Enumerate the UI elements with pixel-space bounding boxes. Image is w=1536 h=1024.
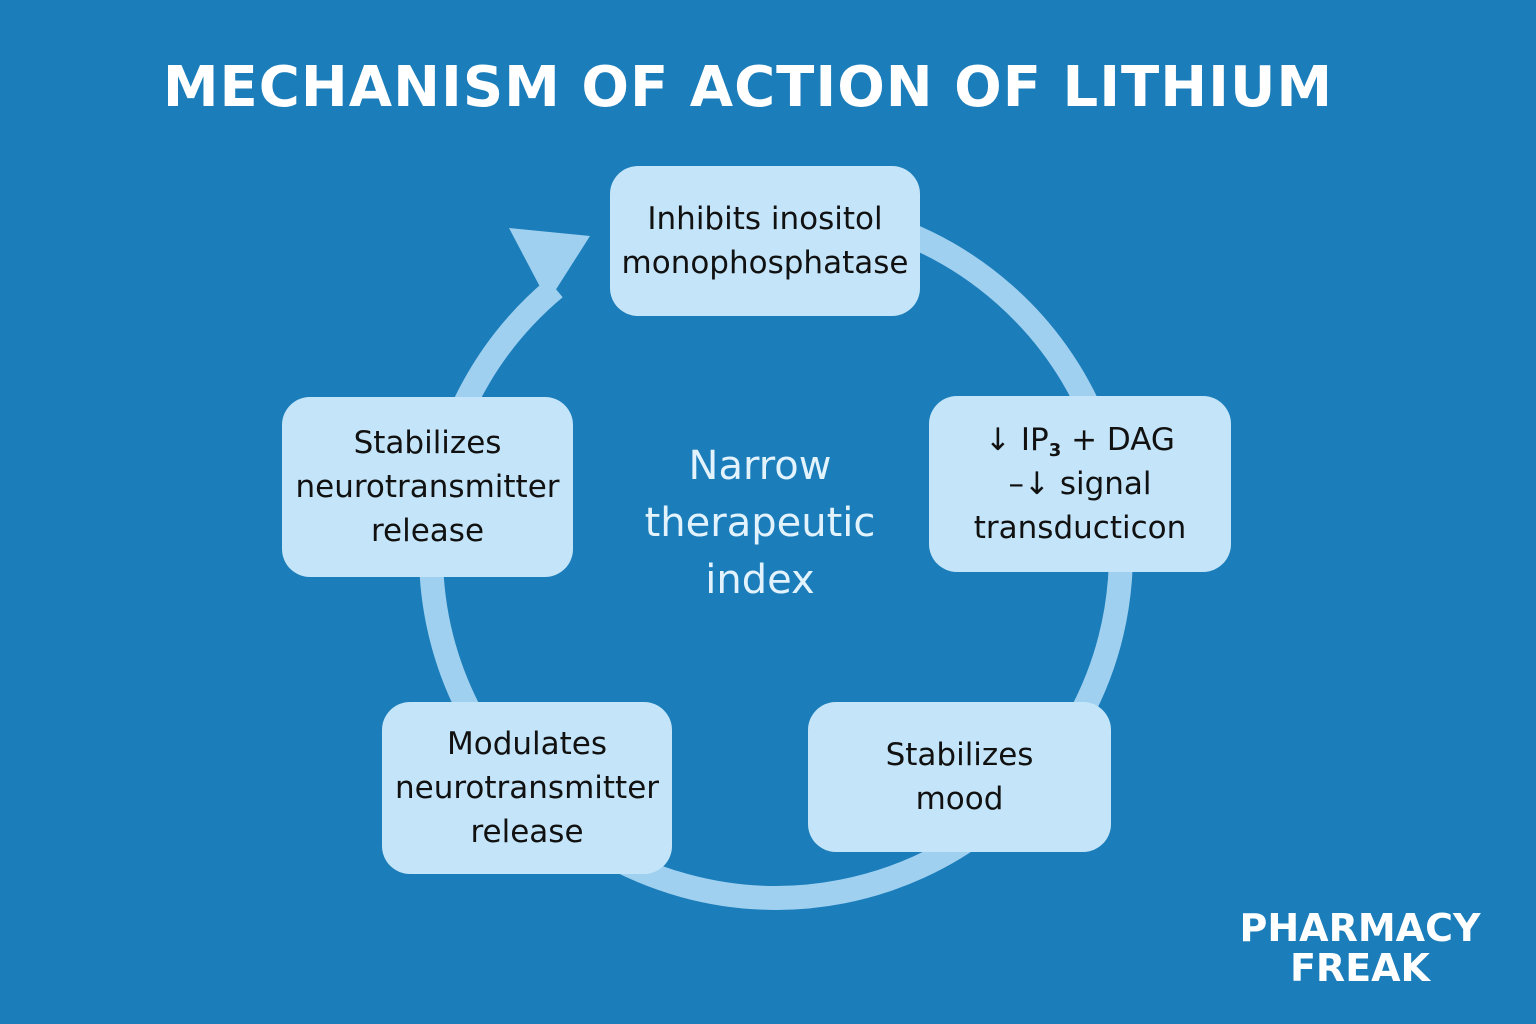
node-inhibits-inositol: Inhibits inositol monophosphatase (610, 166, 920, 316)
cycle-arrowhead (509, 228, 590, 302)
node-line: release (370, 513, 485, 549)
node-line: monophosphatase (621, 245, 909, 281)
brand-logo: PHARMACY FREAK (1230, 908, 1490, 988)
center-line: index (705, 557, 815, 603)
node-line: Stabilizes (885, 737, 1034, 773)
node-line: mood (915, 781, 1004, 817)
node-ip3-dag: ↓ IP3 + DAG –↓ signal transducticon (929, 396, 1231, 572)
node-line: Stabilizes (353, 425, 502, 461)
node-modulates-release: Modulates neurotransmitter release (382, 702, 672, 874)
center-label: Narrow therapeutic index (600, 438, 920, 609)
center-line: Narrow (688, 443, 832, 489)
node-line: neurotransmitter (295, 469, 560, 505)
node-stabilizes-mood: Stabilizes mood (808, 702, 1111, 852)
diagram-title: MECHANISM OF ACTION OF LITHIUM (162, 55, 1334, 120)
node-line: release (470, 814, 584, 850)
brand-line: FREAK (1289, 946, 1431, 990)
brand-line: PHARMACY (1239, 906, 1481, 950)
node-line: ↓ IP3 + DAG (985, 422, 1175, 461)
node-line: Inhibits inositol (647, 201, 883, 237)
node-stabilizes-release: Stabilizes neurotransmitter release (282, 397, 573, 577)
node-line: transducticon (973, 510, 1187, 546)
node-line: Modulates (446, 726, 608, 762)
node-line: neurotransmitter (394, 770, 660, 806)
node-line: –↓ signal (1008, 466, 1152, 502)
center-line: therapeutic (644, 500, 876, 546)
